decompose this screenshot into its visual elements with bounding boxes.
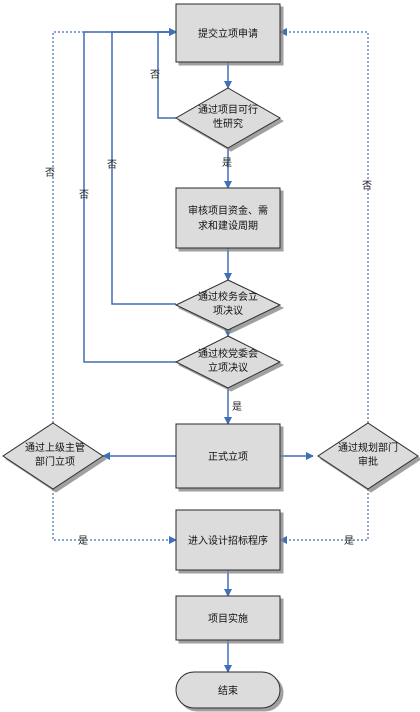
edge-labels: 否 否 否 否 否 是 是 是 是 [45, 69, 372, 547]
node-review-label-1: 审核项目资金、需 [188, 204, 268, 217]
node-planning [317, 422, 419, 490]
edge-superior-no [52, 28, 177, 423]
node-bidding-label: 进入设计招标程序 [188, 534, 268, 547]
node-submit [175, 3, 281, 63]
node-bidding [175, 509, 281, 571]
edge-label-yes-planning: 是 [344, 535, 354, 547]
edge-label-yes-superior: 是 [78, 535, 88, 547]
node-end-label: 结束 [218, 684, 238, 697]
node-review-label-2: 求和建设周期 [198, 219, 258, 232]
node-implement [175, 595, 281, 641]
node-planning-label-1: 通过规划部门 [338, 441, 398, 454]
node-review [175, 187, 281, 249]
node-party-label-1: 通过校党委会 [198, 347, 258, 360]
nodes [2, 3, 419, 709]
node-feasibility-label-1: 通过项目可行 [198, 103, 258, 116]
edge-feasibility-no [157, 28, 177, 119]
node-superior [2, 422, 104, 490]
edge-planning-yes [279, 489, 369, 544]
node-school-label-2: 项决议 [213, 305, 243, 317]
node-end [175, 671, 281, 709]
edge-label-no-feasibility: 否 [150, 69, 160, 81]
dashed-connectors [52, 28, 369, 544]
edge-label-no-planning: 否 [362, 180, 372, 192]
node-feasibility-label-2: 性研究 [213, 117, 243, 130]
edge-label-yes-party: 是 [232, 401, 242, 413]
edge-superior-yes [52, 489, 177, 544]
node-superior-label-2: 部门立项 [35, 455, 75, 468]
edge-party-no [83, 28, 177, 363]
node-party-label-2: 立项决议 [208, 361, 248, 374]
edge-label-no-party: 否 [79, 189, 89, 201]
edge-school-no [111, 28, 177, 305]
node-formal-label: 正式立项 [208, 450, 248, 463]
node-submit-label: 提交立项申请 [198, 27, 258, 40]
node-school-label-1: 通过校务会立 [198, 290, 258, 303]
node-implement-label: 项目实施 [208, 612, 248, 625]
node-superior-label-1: 通过上级主管 [25, 441, 85, 454]
edge-label-no-superior: 否 [45, 167, 55, 179]
node-labels: 提交立项申请 通过项目可行 性研究 审核项目资金、需 求和建设周期 通过校务会立… [25, 27, 398, 697]
node-formal [175, 423, 281, 489]
node-planning-label-2: 审批 [358, 455, 378, 468]
node-feasibility [174, 87, 282, 149]
node-school [174, 279, 282, 331]
edge-label-no-school: 否 [107, 159, 117, 171]
edge-label-yes-feasibility: 是 [222, 157, 232, 169]
node-party [174, 335, 282, 389]
edge-planning-no [279, 28, 369, 423]
